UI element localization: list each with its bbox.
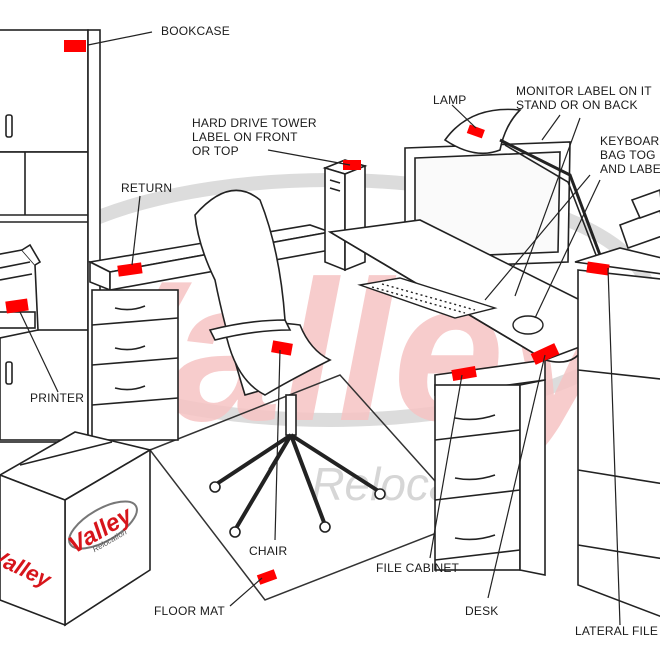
- label-printer: PRINTER: [30, 391, 85, 405]
- label-hard-drive-tower: HARD DRIVE TOWER LABEL ON FRONT OR TOP: [192, 116, 317, 158]
- tower-sticker: [343, 160, 361, 170]
- bookcase-sticker: [64, 40, 86, 52]
- printer-sticker: [5, 298, 29, 314]
- moving-box: [0, 431, 153, 627]
- return-sticker: [117, 262, 143, 277]
- label-desk: DESK: [465, 604, 499, 618]
- label-bookcase: BOOKCASE: [161, 24, 230, 38]
- chair-sticker: [271, 340, 293, 356]
- label-file-cabinet: FILE CABINET: [376, 561, 460, 575]
- label-floor-mat: FLOOR MAT: [154, 604, 225, 618]
- mouse: [512, 315, 544, 335]
- lateral-file-sticker: [586, 261, 610, 276]
- lateral-file: [574, 189, 660, 618]
- hard-drive-tower: [322, 159, 368, 272]
- lamp-sticker: [466, 124, 485, 139]
- leader-lines: [19, 31, 621, 626]
- label-return: RETURN: [121, 181, 173, 195]
- bookcase: [0, 29, 101, 451]
- label-chair: CHAIR: [249, 544, 288, 558]
- printer: [0, 243, 42, 339]
- floor-mat-sticker: [256, 569, 278, 585]
- label-keyboard: KEYBOAR BAG TOG AND LABE: [600, 134, 660, 176]
- label-lateral-file: LATERAL FILE: [575, 624, 659, 638]
- desk-sticker: [530, 343, 560, 365]
- file-cabinet-sticker: [451, 365, 477, 381]
- label-lamp: LAMP: [433, 93, 467, 107]
- keyboard: [357, 277, 498, 319]
- label-monitor: MONITOR LABEL ON IT STAND OR ON BACK: [516, 84, 652, 112]
